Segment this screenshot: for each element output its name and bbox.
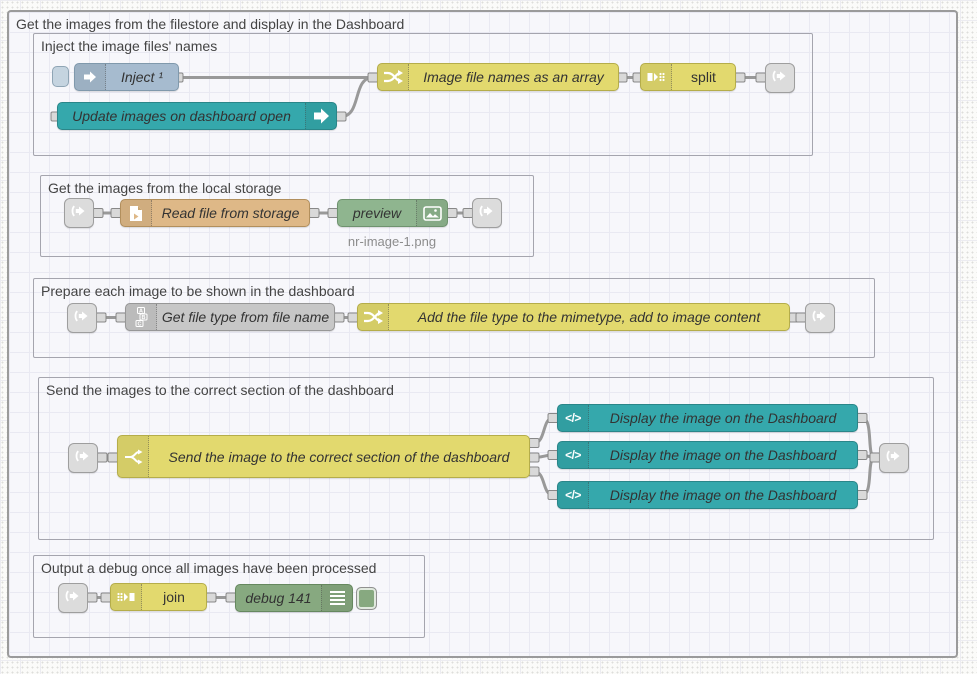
link-out-node[interactable] [805, 303, 835, 333]
group-inject-label: Inject the image files' names [41, 38, 218, 54]
node-label: Display the image on the Dashboard [609, 410, 837, 426]
link-in-node[interactable] [58, 583, 88, 613]
link-icon [479, 203, 495, 224]
node-label: Display the image on the Dashboard [609, 447, 837, 463]
group-output[interactable]: Output a debug once all images have been… [33, 555, 425, 638]
node-status: nr-image-1.png [347, 234, 437, 249]
link-icon [812, 308, 828, 329]
node-change-mimetype[interactable]: Add the file type to the mimetype, add t… [357, 303, 790, 331]
node-label: debug 141 [245, 590, 312, 606]
file-in-icon [121, 200, 152, 226]
node-label: Read file from storage [161, 205, 300, 221]
ports[interactable] [50, 72, 881, 603]
svg-text:C: C [137, 321, 141, 327]
node-label: Update images on dashboard open [72, 108, 291, 124]
link-out-node[interactable] [765, 63, 795, 93]
image-icon [416, 200, 447, 226]
svg-text:B: B [141, 315, 145, 321]
group-send-label: Send the images to the correct section o… [46, 382, 394, 398]
shuffle-icon [358, 304, 389, 330]
abc-icon: A B C [126, 304, 157, 330]
wires[interactable] [90, 76, 877, 599]
arrow-right-icon [305, 103, 336, 129]
node-file-in[interactable]: Read file from storage [120, 199, 310, 227]
node-label: join [163, 589, 185, 605]
link-out-node[interactable] [879, 443, 909, 473]
group-storage[interactable]: Get the images from the local storage [40, 175, 534, 257]
node-label: preview [352, 205, 402, 221]
node-ui-template-3[interactable]: </> Display the image on the Dashboard [557, 481, 858, 509]
node-label: Inject ¹ [120, 69, 163, 85]
node-change-array[interactable]: Image file names as an array [377, 63, 619, 91]
link-in-node[interactable] [64, 198, 94, 228]
node-switch[interactable]: Send the image to the correct section of… [117, 435, 530, 478]
group-prepare[interactable]: Prepare each image to be shown in the da… [33, 278, 875, 358]
node-split[interactable]: split [640, 63, 736, 91]
code-icon: </> [558, 405, 589, 431]
inject-button[interactable] [52, 66, 69, 87]
node-label: Add the file type to the mimetype, add t… [417, 309, 761, 325]
link-icon [65, 588, 81, 609]
node-ui-control[interactable]: Update images on dashboard open [57, 102, 337, 130]
link-icon [71, 203, 87, 224]
debug-toggle-button[interactable] [356, 587, 377, 610]
inject-icon [75, 64, 106, 90]
group-prepare-label: Prepare each image to be shown in the da… [41, 283, 355, 299]
node-label: Display the image on the Dashboard [609, 487, 837, 503]
fork-icon [118, 436, 149, 477]
shuffle-icon [378, 64, 409, 90]
node-inject[interactable]: Inject ¹ [74, 63, 179, 91]
group-inject[interactable]: Inject the image files' names [33, 33, 813, 156]
code-icon: </> [558, 442, 589, 468]
svg-text:A: A [139, 308, 143, 314]
group-output-label: Output a debug once all images have been… [41, 560, 377, 576]
link-in-node[interactable] [68, 443, 98, 473]
node-label: split [691, 69, 716, 85]
node-image-preview[interactable]: preview [337, 199, 448, 227]
debug-list-icon [321, 585, 352, 611]
group-outer-label: Get the images from the filestore and di… [16, 16, 405, 32]
link-out-node[interactable] [472, 198, 502, 228]
link-in-node[interactable] [67, 303, 97, 333]
node-label: Image file names as an array [423, 69, 604, 85]
node-debug[interactable]: debug 141 [235, 584, 353, 612]
join-icon [111, 584, 142, 610]
group-send[interactable]: Send the images to the correct section o… [38, 377, 934, 540]
node-join[interactable]: join [110, 583, 207, 611]
link-icon [886, 448, 902, 469]
link-icon [772, 68, 788, 89]
node-ui-template-2[interactable]: </> Display the image on the Dashboard [557, 441, 858, 469]
link-icon [75, 448, 91, 469]
group-storage-label: Get the images from the local storage [48, 180, 282, 196]
node-string[interactable]: A B C Get file type from file name [125, 303, 335, 331]
node-label: Send the image to the correct section of… [168, 448, 510, 465]
split-icon [641, 64, 672, 90]
node-label: Get file type from file name [161, 309, 330, 325]
code-icon: </> [558, 482, 589, 508]
node-ui-template-1[interactable]: </> Display the image on the Dashboard [557, 404, 858, 432]
link-icon [74, 308, 90, 329]
